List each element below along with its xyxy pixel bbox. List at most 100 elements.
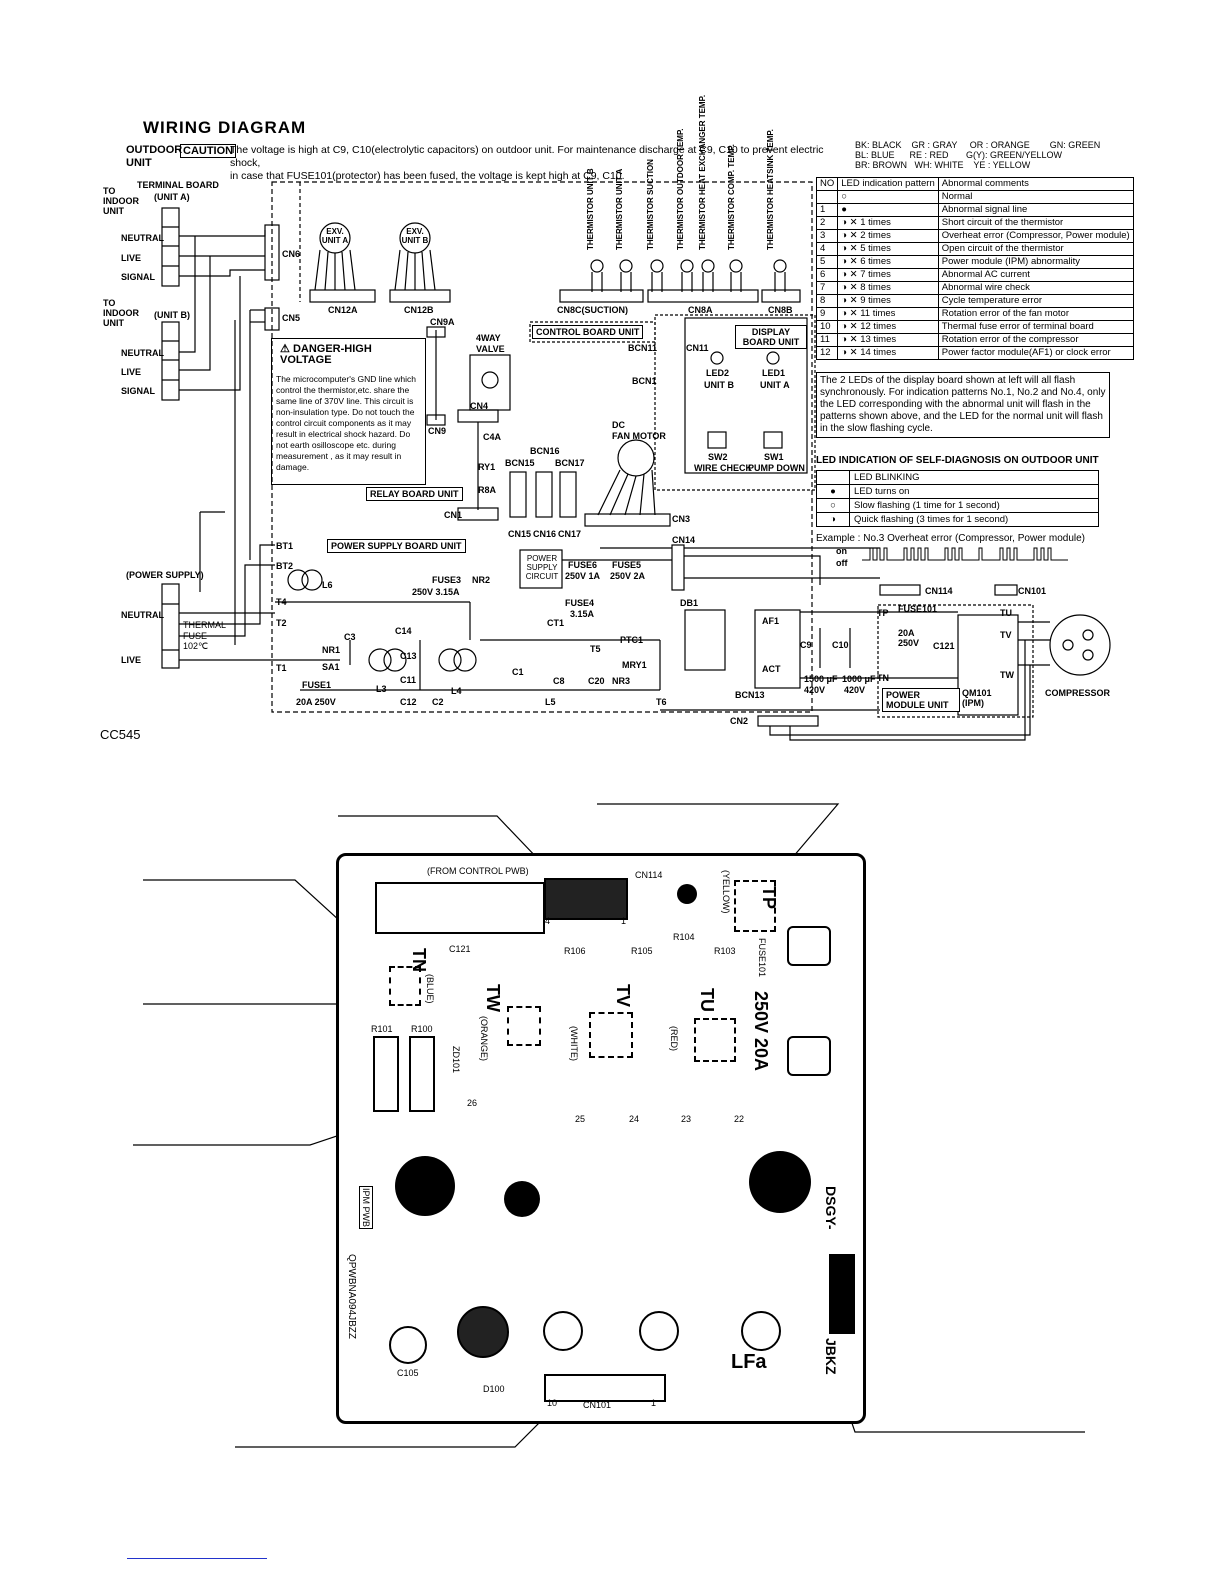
color-legend: BK: BLACK GR : GRAY OR : ORANGE GN: GREE… xyxy=(855,140,1100,170)
cell-pattern: ◑ ✕ 12 times xyxy=(837,320,939,334)
c1-label: C1 xyxy=(512,667,524,677)
cell-comment: Abnormal wire check xyxy=(937,281,1134,295)
warning-icon: ⚠ xyxy=(280,343,290,355)
waveform-off-label: off xyxy=(836,558,848,568)
cn2-label: CN2 xyxy=(730,716,749,726)
indoor-label: INDOOR xyxy=(103,196,139,206)
v420b-label: 420V xyxy=(844,685,866,695)
cell-no: 2 xyxy=(815,216,839,230)
c14-label: C14 xyxy=(395,626,412,636)
terminal-tn xyxy=(389,966,421,1006)
cn4-label: CN4 xyxy=(470,401,489,411)
thermistor-heatsink-label: THERMISTOR HEATSINK TEMP. xyxy=(766,129,775,250)
power-supply-circuit-label: POWER SUPPLY CIRCUIT xyxy=(525,554,559,581)
cn17-label: CN17 xyxy=(558,529,582,539)
thermistor-comp-label: THERMISTOR COMP. TEMP. xyxy=(727,144,736,250)
ipm-pcb-board: (FROM CONTROL PWB) C121 CN114 4 1 R106 R… xyxy=(336,853,866,1424)
mounting-hole xyxy=(749,1151,811,1213)
live-a-label: LIVE xyxy=(121,253,142,263)
lfa-logo-text: LFa xyxy=(731,1351,767,1373)
cn5-label: CN5 xyxy=(282,313,301,323)
ry1-label: RY1 xyxy=(478,462,496,472)
fuse101-label: FUSE101 xyxy=(898,604,938,614)
pcb-yellow-label: (YELLOW) xyxy=(721,870,731,914)
control-board-label: CONTROL BOARD UNIT xyxy=(532,325,644,339)
bcn1-label: BCN1 xyxy=(632,376,657,386)
cell-comment: Abnormal signal line xyxy=(937,203,1134,217)
legend-row: BL: BLUE RE : RED G(Y): GREEN/YELLOW xyxy=(855,150,1063,160)
l4-label: L4 xyxy=(451,686,462,696)
t2-label: T2 xyxy=(276,618,287,628)
c3-label: C3 xyxy=(344,632,356,642)
pcb-d100-label: D100 xyxy=(483,1384,505,1394)
fuse4-rating: 3.15A xyxy=(570,609,595,619)
pcb-n25: 25 xyxy=(575,1114,586,1124)
cell-no: 10 xyxy=(815,320,839,334)
ct1-label: CT1 xyxy=(547,618,565,628)
thermistor-unit-b-label: THERMISTOR UNIT B xyxy=(586,168,595,250)
pcb-dsgy-label: DSGY- xyxy=(823,1186,839,1230)
compressor-label: COMPRESSOR xyxy=(1045,688,1111,698)
led-note: The 2 LEDs of the display board shown at… xyxy=(816,372,1110,438)
cell-no: 8 xyxy=(815,294,839,308)
cell-no: 11 xyxy=(815,333,839,347)
bcn13-label: BCN13 xyxy=(735,690,765,700)
pcb-r103-label: R103 xyxy=(714,946,736,956)
pcb-orange-label: (ORANGE) xyxy=(479,1016,489,1061)
cell-comment: Overheat error (Compressor, Power module… xyxy=(937,229,1134,243)
cap1000-label: 1000 μF xyxy=(842,674,876,684)
tw-terminal-label: TW xyxy=(1000,670,1014,680)
neutral-a-label: NEUTRAL xyxy=(121,233,164,243)
bcn16-label: BCN16 xyxy=(530,446,560,456)
pcb-tp-label: TP xyxy=(759,886,779,910)
connector-cn114 xyxy=(544,878,628,920)
t1-label: T1 xyxy=(276,663,287,673)
cn12b-label: CN12B xyxy=(404,305,434,315)
c9-label: C9 xyxy=(800,640,812,650)
cap1500-label: 1500 μF xyxy=(804,674,838,684)
cell-pattern: ◑ ✕ 8 times xyxy=(837,281,939,295)
pcb-fuse101-label: FUSE101 xyxy=(757,938,767,978)
cell-desc: Slow flashing (1 time for 1 second) xyxy=(849,498,1099,513)
mounting-hole xyxy=(504,1181,540,1217)
wiring-schematic xyxy=(161,181,1111,741)
ptc1-label: PTC1 xyxy=(620,635,644,645)
cell-pattern: ◑ ✕ 11 times xyxy=(837,307,939,321)
pcb-code-label: QPWBNA094JBZZ xyxy=(346,1254,357,1340)
c11-label: C11 xyxy=(400,675,417,685)
terminal-tu xyxy=(694,1018,736,1062)
unit-label-line2: UNIT xyxy=(126,157,152,169)
electrolytic-capacitor xyxy=(639,1311,679,1351)
legend-row: BR: BROWN WH: WHITE YE : YELLOW xyxy=(855,160,1031,170)
pcb-c121-label: C121 xyxy=(449,944,471,954)
c2-label: C2 xyxy=(432,697,444,707)
led2-unit-label: UNIT B xyxy=(704,380,734,390)
t4-label: T4 xyxy=(276,597,287,607)
resistor-r100 xyxy=(409,1036,435,1112)
led-indication-table: NO LED indication pattern Abnormal comme… xyxy=(815,177,1134,360)
unit-label: OUTDOOR UNIT xyxy=(126,144,182,170)
cell-no: 6 xyxy=(815,268,839,282)
fuse-temp-label: 102℃ xyxy=(183,641,209,651)
footer-link-underline[interactable] xyxy=(127,1558,267,1559)
fuse1-rating: 20A 250V xyxy=(296,697,336,707)
cell-comment: Rotation error of the compressor xyxy=(937,333,1134,347)
cell-desc: LED turns on xyxy=(849,484,1099,499)
table-header-row: NO LED indication pattern Abnormal comme… xyxy=(815,177,1134,191)
pcb-tv-label: TV xyxy=(613,984,633,1008)
terminal-tw xyxy=(507,1006,541,1046)
cell-pattern: ◑ ✕ 5 times xyxy=(837,242,939,256)
bt1-label: BT1 xyxy=(276,541,294,551)
cn14-label: CN14 xyxy=(672,535,696,545)
tp-terminal-label: TP xyxy=(877,608,889,618)
tu-terminal-label: TU xyxy=(1000,608,1012,618)
thermistor-heat-exchanger-label: THERMISTOR HEAT EXCHANGER TEMP. xyxy=(698,94,707,250)
to-indoor-a-label: TO INDOOR UNIT xyxy=(103,186,139,216)
header-no: NO xyxy=(815,177,839,191)
waveform-on-label: on xyxy=(836,546,847,556)
